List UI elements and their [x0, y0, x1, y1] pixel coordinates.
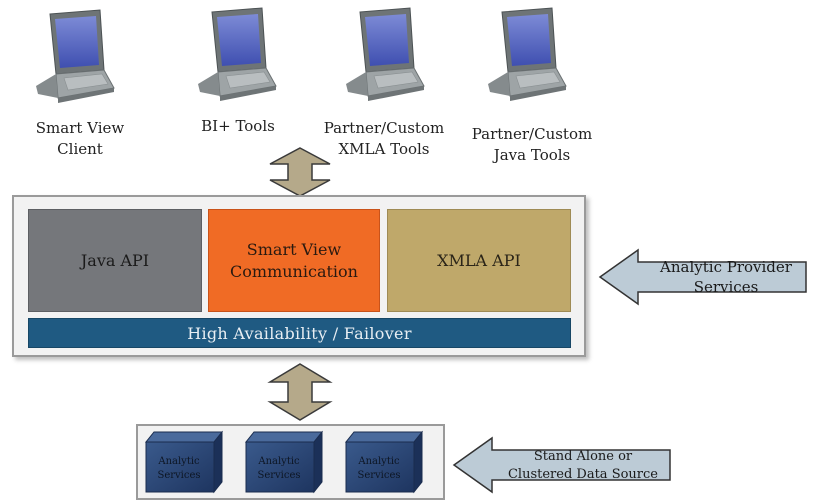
bidirectional-arrow-icon	[267, 363, 333, 421]
laptop-icon	[338, 6, 428, 106]
callout-arrow-icon	[598, 248, 807, 306]
data-source-callout-label: Stand Alone or Clustered Data Source	[507, 449, 658, 482]
cube-label: Analytic Services	[157, 456, 201, 481]
high-availability-bar: High Availability / Failover	[28, 318, 571, 348]
xmla-api-block: XMLA API	[387, 209, 571, 312]
cube-label: Analytic Services	[257, 456, 301, 481]
client-label-java-tools: Partner/Custom Java Tools	[471, 125, 593, 164]
cube-label: Analytic Services	[357, 456, 401, 481]
bidirectional-arrow-icon	[269, 147, 331, 197]
provider-callout-label: Analytic Provider Services	[660, 258, 792, 296]
java-api-block: Java API	[28, 209, 202, 312]
client-label-bi-tools: BI+ Tools	[201, 117, 275, 135]
client-label-xmla-tools: Partner/Custom XMLA Tools	[323, 119, 445, 158]
callout-arrow-icon	[452, 436, 671, 494]
smart-view-communication-block: Smart View Communication	[208, 209, 380, 312]
laptop-icon	[190, 6, 280, 106]
client-label-smart-view: Smart View Client	[35, 119, 125, 158]
laptop-icon	[480, 6, 570, 106]
laptop-icon	[28, 8, 118, 108]
